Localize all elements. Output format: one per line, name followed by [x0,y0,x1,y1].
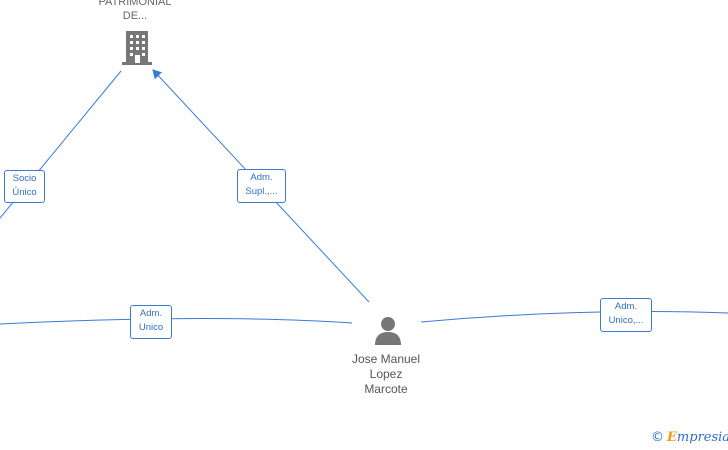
brand-initial: E [667,430,677,445]
edge-label-line2: Unico [138,322,164,333]
person-icon[interactable] [373,315,403,345]
edge-label-line2: Supl.,... [245,186,278,197]
edge-label-socio-unico[interactable]: Socio Único [4,170,45,203]
edge-label-line1: Socio [12,173,37,184]
person-name-line1: Jose Manuel [351,352,421,366]
person-name-line3: Marcote [364,382,408,396]
edge-adm-unico-right [420,310,728,323]
edge-label-adm-unico-left[interactable]: Adm. Unico [130,305,172,339]
edge-label-line2: Único [12,187,37,198]
building-icon[interactable] [121,29,153,65]
edge-label-line1: Adm. [139,308,163,319]
person-node-label[interactable]: Jose Manuel Lopez Marcote [336,352,436,397]
copyright-icon: © [651,430,664,445]
empresia-watermark: ©Empresia [651,430,728,445]
edge-label-adm-unico-right[interactable]: Adm. Unico,... [600,298,652,332]
company-name-line1: PATRIMONIAL [98,0,172,8]
company-name-line2: DE... [122,10,148,22]
edge-adm-unico-left [0,318,353,325]
edge-label-line2: Unico,... [608,315,644,326]
brand-name-rest: mpresia [676,430,728,445]
edge-label-line1: Adm. [250,172,273,183]
edge-label-line1: Adm. [614,301,638,312]
company-node-label[interactable]: PATRIMONIAL DE... [85,0,185,23]
edge-label-adm-supl[interactable]: Adm. Supl.,... [237,169,286,203]
person-name-line2: Lopez [369,367,403,381]
